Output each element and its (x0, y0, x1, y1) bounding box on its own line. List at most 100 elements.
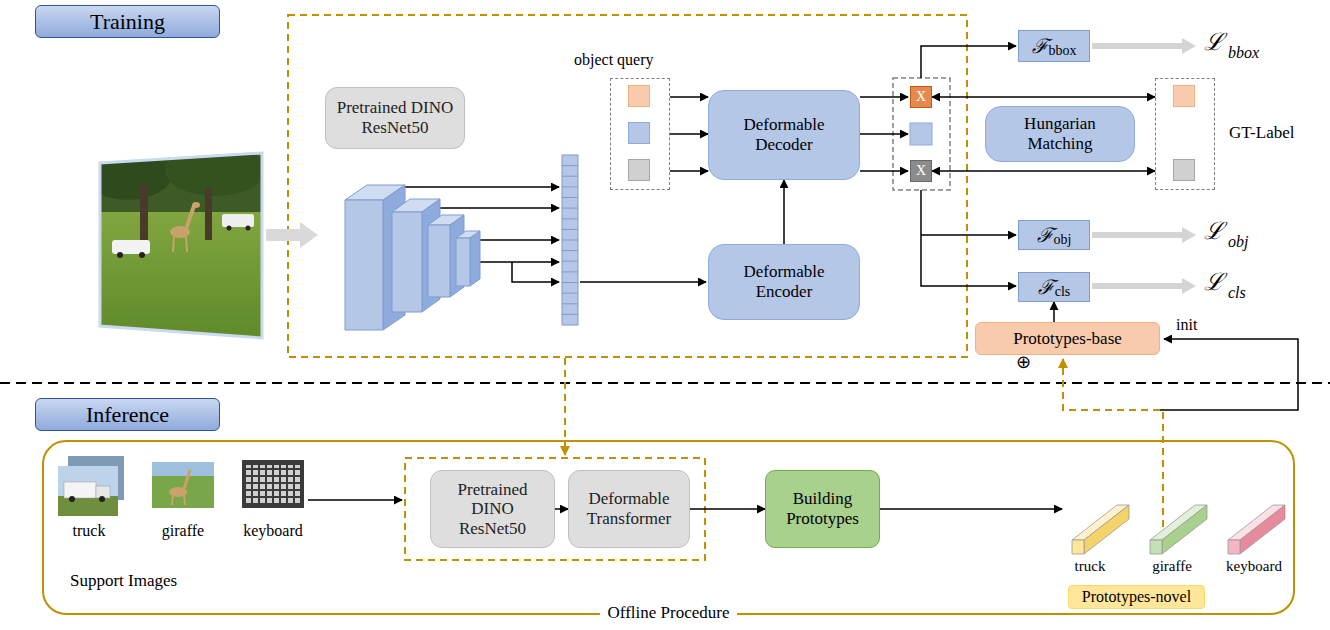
prototype-label: giraffe (1152, 558, 1192, 575)
input-photo-part (205, 188, 212, 240)
box-label: Prototypes-base (1013, 329, 1122, 349)
box-label: X (916, 163, 926, 179)
backbone-box: Pretrained DINO ResNet50 (325, 87, 465, 149)
query-square (1173, 159, 1195, 181)
loss-symbol: ℒ (1204, 218, 1224, 244)
box-label: Deformable Encoder (715, 262, 853, 301)
support-images-part (308, 499, 402, 501)
init-label: init (1176, 316, 1197, 334)
region-outline-part (405, 458, 705, 560)
group-caption: Support Images (70, 572, 177, 591)
process-box: Hungarian Matching (985, 106, 1135, 162)
feature-arrows-part (480, 261, 559, 263)
input-photo-part (222, 214, 254, 227)
prototype-feedback-part (1063, 359, 1163, 527)
dashed-group (1155, 78, 1215, 190)
connector (670, 133, 708, 135)
decoder-output-part (860, 133, 908, 135)
frame-title: Offline Procedure (600, 603, 738, 623)
support-images-part (58, 496, 118, 516)
query-square (628, 159, 650, 181)
region-outline-part (0, 382, 1330, 384)
input-photo-part (192, 202, 200, 208)
prototype-bars-part (1240, 505, 1285, 554)
loss-symbol: ℒ (1204, 269, 1224, 295)
process-box: Building Prototypes (765, 470, 880, 548)
function-subscript: cls (1055, 285, 1071, 299)
decoder-output-part (921, 46, 1016, 78)
box-label: Pretrained DINO ResNet50 (437, 480, 548, 539)
prototype-bars (1072, 505, 1285, 554)
support-images-part (184, 470, 190, 489)
box-label: Deformable Decoder (715, 115, 853, 154)
head-box: ℱcls (1018, 272, 1090, 302)
connector (690, 508, 765, 510)
loss-arrows-part (1092, 278, 1196, 294)
image-label: truck (73, 522, 106, 540)
input-photo-part (117, 252, 123, 258)
loss-subscript: cls (1228, 284, 1246, 302)
decoder-output-part (921, 190, 1016, 286)
head-box: ℱobj (1018, 220, 1090, 250)
support-images-part (242, 460, 304, 508)
backbone-blocks-part (428, 225, 450, 297)
procedure-frame: Offline ProcedurePretrained DINO ResNet5… (42, 440, 1295, 615)
function-subscript: obj (1054, 233, 1072, 247)
stage-tab: Inference (35, 398, 220, 431)
prototype-bars-part (1084, 505, 1129, 554)
support-images-part (172, 495, 173, 505)
box-label: Hungarian Matching (992, 114, 1128, 153)
loss-symbol: ℒ (1204, 29, 1224, 55)
input-photo-part (186, 206, 194, 229)
feature-arrows-part (440, 207, 559, 209)
backbone-blocks-part (456, 238, 470, 286)
backbone-blocks-part (345, 200, 383, 330)
group-heading: object query (574, 50, 654, 70)
support-images-part (152, 462, 214, 476)
loss-subscript: obj (1228, 233, 1248, 251)
support-images-part (152, 462, 214, 508)
connector (932, 170, 1155, 172)
group-heading: GT-Label (1229, 122, 1294, 144)
region-outline-part (288, 15, 967, 357)
function-symbol: ℱ (1032, 36, 1048, 56)
input-photo-part (165, 144, 265, 196)
input-photo-part (139, 252, 145, 258)
input-photo-part (112, 240, 150, 254)
gt-group: GT-Label (1155, 78, 1315, 190)
backbone-blocks-part (392, 212, 422, 312)
prototype-box: Prototypes-base (975, 322, 1160, 355)
matched-query: X (910, 86, 932, 108)
head-box: ℱbbox (1018, 30, 1090, 62)
image-label: giraffe (162, 522, 204, 540)
box-label: X (916, 89, 926, 105)
feature-column (562, 155, 578, 325)
input-photo-part (83, 144, 173, 200)
transformer-box: Deformable Transformer (568, 470, 690, 548)
feature-arrows-part (512, 262, 559, 282)
support-images-part (246, 465, 300, 503)
prototype-label: truck (1075, 558, 1106, 575)
prototype-bars-part (1162, 505, 1207, 554)
input-photo (83, 144, 318, 340)
support-images-part (64, 482, 96, 498)
connector (555, 508, 568, 510)
prototype-box: Prototypes-novel (1068, 585, 1205, 609)
box-label: Pretrained DINO ResNet50 (332, 98, 458, 137)
box-label: Deformable Transformer (575, 489, 683, 528)
support-images (58, 456, 1062, 516)
process-box: Deformable Decoder (708, 90, 860, 180)
sum-symbol: ⊕ (1016, 353, 1031, 373)
function-symbol: ℱ (1038, 277, 1054, 297)
support-images-part (184, 495, 185, 505)
input-photo-part (173, 236, 174, 252)
feature-column-part (562, 155, 578, 325)
box-label: Inference (86, 402, 169, 427)
input-photo-part (186, 236, 187, 252)
backbone-blocks (345, 185, 480, 330)
dashed-group (610, 78, 670, 190)
connector (932, 96, 1155, 98)
decoder-output-part (921, 234, 1016, 236)
backbone-blocks-part (470, 231, 480, 286)
decoder-output-part (910, 123, 932, 145)
